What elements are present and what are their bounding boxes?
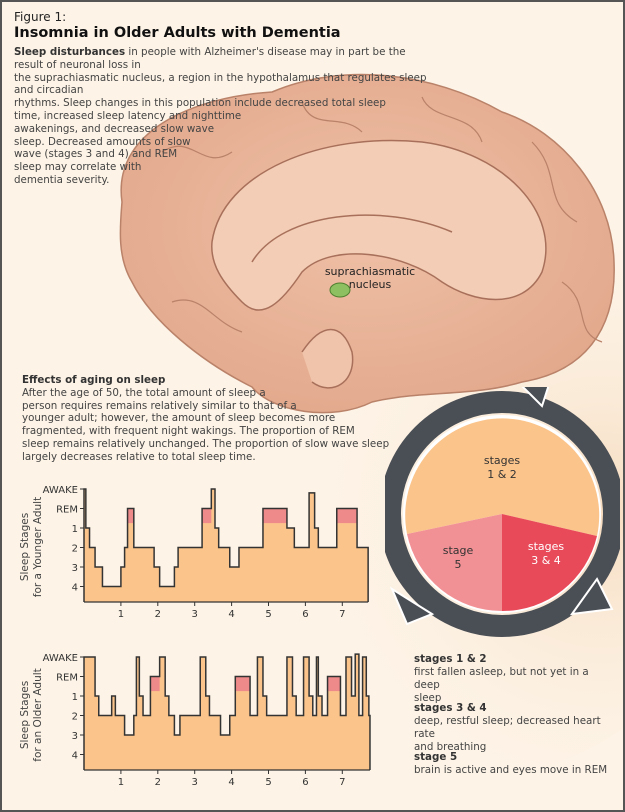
suprachiasmatic-nucleus-marker: [329, 282, 351, 298]
aging-line: younger adult; however, the amount of sl…: [22, 412, 336, 425]
slice-stages-3-4: [502, 514, 597, 612]
aging-line: After the age of 50, the total amount of…: [22, 386, 266, 399]
scn-label-2: nucleus: [349, 278, 392, 291]
intro-line: sleep may correlate with: [14, 161, 142, 174]
legend-text: deep, restful sleep; decreased heart rat…: [414, 715, 601, 740]
intro-line: the suprachiasmatic nucleus, a region in…: [14, 71, 427, 97]
y-tick-label: 3: [72, 731, 78, 742]
y-tick-label: 3: [72, 563, 78, 574]
legend-stages-1-2: stages 1 & 2 first fallen asleep, but no…: [414, 653, 614, 705]
corpus-callosum: [211, 139, 547, 311]
legend-text: and breathing: [414, 741, 487, 753]
scn-label-1: suprachiasmatic: [325, 265, 415, 278]
y-axis-label: Sleep Stages: [19, 513, 31, 581]
hypnogram-line: [83, 653, 371, 770]
slice-label: stages: [528, 540, 565, 553]
aging-line: largely decreases relative to total slee…: [22, 450, 256, 463]
x-tick-label: 7: [339, 777, 345, 788]
y-tick-label: REM: [56, 505, 78, 516]
legend-stage-5: stage 5 brain is active and eyes move in…: [414, 751, 614, 777]
intro-line: in people with Alzheimer's disease may i…: [14, 46, 406, 71]
rem-segment: [336, 508, 358, 524]
aging-heading: Effects of aging on sleep: [22, 374, 166, 386]
cycle-ring: [385, 391, 620, 637]
aging-paragraph: Effects of aging on sleep After the age …: [22, 374, 402, 464]
x-tick-label: 5: [265, 777, 271, 788]
legend-text: first fallen asleep, but not yet in a de…: [414, 666, 589, 691]
intro-line: sleep. Decreased amounts of slow: [14, 135, 191, 148]
x-tick-label: 4: [228, 777, 234, 788]
slice-label: 1 & 2: [487, 468, 517, 481]
page-title: Insomnia in Older Adults with Dementia: [14, 25, 341, 41]
intro-paragraph: Sleep disturbances in people with Alzhei…: [14, 46, 434, 187]
legend-heading: stages 3 & 4: [414, 702, 487, 714]
slice-stage-5: [407, 514, 502, 612]
y-tick-label: AWAKE: [43, 653, 78, 664]
x-tick-label: 5: [265, 609, 271, 620]
x-tick-label: 6: [302, 609, 308, 620]
y-tick-label: 2: [72, 712, 78, 723]
y-tick-label: 4: [72, 583, 78, 594]
x-tick-label: 2: [155, 777, 161, 788]
x-tick-label: 1: [118, 777, 124, 788]
y-axis-label: for an Older Adult: [32, 668, 44, 762]
x-tick-label: 6: [302, 777, 308, 788]
x-tick-label: 3: [192, 777, 198, 788]
aging-line: fragmented, with frequent night wakings.…: [22, 425, 355, 438]
arrow-head-icon: [569, 577, 614, 616]
y-axis-label: for a Younger Adult: [32, 497, 44, 597]
hypnogram-line: [83, 488, 369, 602]
y-tick-label: 4: [72, 751, 78, 762]
intro-line: rhythms. Sleep changes in this populatio…: [14, 97, 386, 110]
hypnogram-area: [84, 489, 369, 602]
legend-text: sleep: [414, 692, 442, 704]
intro-line: dementia severity.: [14, 173, 110, 186]
slice-stages-1-2: [405, 418, 600, 536]
rem-segment: [327, 676, 341, 692]
rem-segment: [150, 676, 160, 692]
legend-heading: stages 1 & 2: [414, 653, 487, 665]
arrow-head-icon: [521, 387, 550, 408]
legend-text: brain is active and eyes move in REM: [414, 764, 608, 776]
slice-label: 5: [455, 558, 462, 571]
x-tick-label: 7: [339, 609, 345, 620]
aging-line: sleep remains relatively unchanged. The …: [22, 437, 390, 450]
y-axis-label: Sleep Stages: [19, 681, 31, 749]
intro-line: wave (stages 3 and 4) and REM: [14, 148, 178, 161]
x-tick-label: 3: [192, 609, 198, 620]
rem-segment: [235, 676, 251, 692]
y-tick-label: AWAKE: [43, 485, 78, 496]
rem-segment: [262, 508, 287, 524]
y-tick-label: 2: [72, 544, 78, 555]
rem-segment: [127, 508, 134, 524]
y-tick-label: 1: [72, 524, 78, 535]
intro-line: time, increased sleep latency and nightt…: [14, 109, 242, 122]
legend-heading: stage 5: [414, 751, 458, 763]
figure-label: Figure 1:: [14, 10, 67, 24]
sleep-cycle-diagram: stages 1 & 2 stages 3 & 4 stage 5: [385, 387, 620, 637]
intro-lead: Sleep disturbances: [14, 46, 126, 58]
legend-stages-3-4: stages 3 & 4 deep, restful sleep; decrea…: [414, 702, 614, 754]
arrow-head-icon: [389, 586, 435, 626]
x-tick-label: 1: [118, 609, 124, 620]
rem-segment: [202, 508, 212, 524]
slice-label: 3 & 4: [531, 554, 561, 567]
aging-line: person requires remains relatively simil…: [22, 399, 297, 412]
x-tick-label: 4: [228, 609, 234, 620]
slice-label: stages: [484, 454, 521, 467]
intro-line: awakenings, and decreased slow wave: [14, 122, 215, 135]
slice-label: stage: [443, 544, 474, 557]
y-tick-label: REM: [56, 673, 78, 684]
x-tick-label: 2: [155, 609, 161, 620]
y-tick-label: 1: [72, 692, 78, 703]
